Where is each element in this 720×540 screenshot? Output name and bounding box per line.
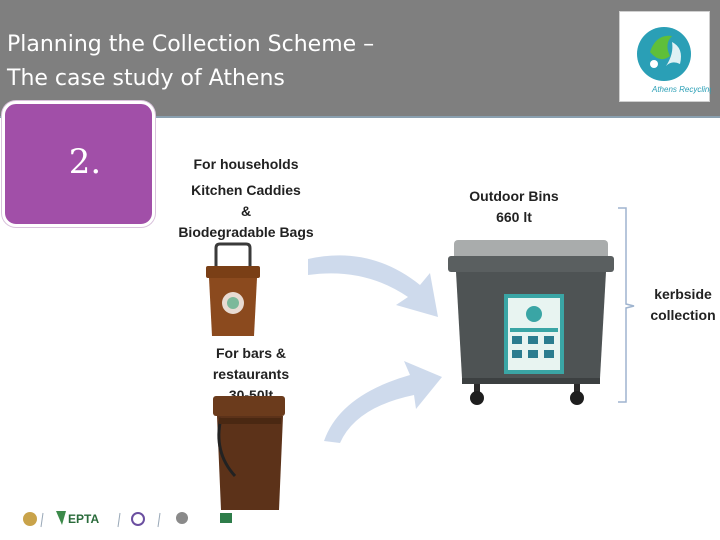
kerbside-line-1: kerbside bbox=[654, 286, 712, 302]
kerbside-bracket bbox=[618, 207, 635, 403]
households-amp: & bbox=[240, 203, 252, 219]
arrow-top bbox=[308, 255, 438, 317]
arrow-bottom bbox=[324, 361, 442, 443]
outdoor-line-1: Outdoor Bins bbox=[469, 188, 559, 204]
kerbside-label: kerbside collection bbox=[650, 284, 716, 326]
outdoor-bin-image bbox=[448, 240, 614, 405]
partner-logo-2-icon bbox=[56, 511, 66, 525]
partner-logo-5-icon bbox=[220, 513, 232, 523]
title-line-2: The case study of Athens bbox=[7, 66, 285, 91]
section-number: 2. bbox=[68, 142, 102, 182]
athens-recycling-logo: Athens Recycling bbox=[619, 11, 711, 102]
slide-title: Planning the Collection Scheme – The cas… bbox=[7, 28, 374, 96]
kerbside-line-2: collection bbox=[650, 307, 716, 323]
recycling-logo-icon: Athens Recycling bbox=[637, 27, 711, 94]
logo-text: Athens Recycling bbox=[651, 85, 711, 94]
kitchen-caddy-image bbox=[206, 242, 260, 336]
partner-logo-3-icon bbox=[131, 512, 145, 526]
households-label: For households Kitchen Caddies & Biodegr… bbox=[176, 154, 316, 243]
households-item-caddies: Kitchen Caddies bbox=[191, 182, 301, 198]
outdoor-bins-label: Outdoor Bins 660 lt bbox=[466, 186, 562, 228]
partner-logo-4-icon bbox=[176, 512, 188, 524]
section-badge: 2. bbox=[2, 101, 155, 227]
households-heading: For households bbox=[193, 156, 299, 172]
outdoor-line-2: 660 lt bbox=[496, 209, 532, 225]
restaurant-bin-image bbox=[213, 396, 285, 510]
footer-partner-logos: EPTA bbox=[23, 511, 232, 528]
title-line-1: Planning the Collection Scheme – bbox=[7, 32, 375, 57]
bars-line-1: For bars & restaurants bbox=[212, 345, 290, 382]
arrows-graphic bbox=[308, 255, 442, 443]
households-item-bags: Biodegradable Bags bbox=[178, 224, 314, 240]
epta-logo-text: EPTA bbox=[68, 512, 99, 526]
partner-logo-1-icon bbox=[23, 512, 37, 526]
slide-header: Planning the Collection Scheme – The cas… bbox=[0, 0, 720, 118]
